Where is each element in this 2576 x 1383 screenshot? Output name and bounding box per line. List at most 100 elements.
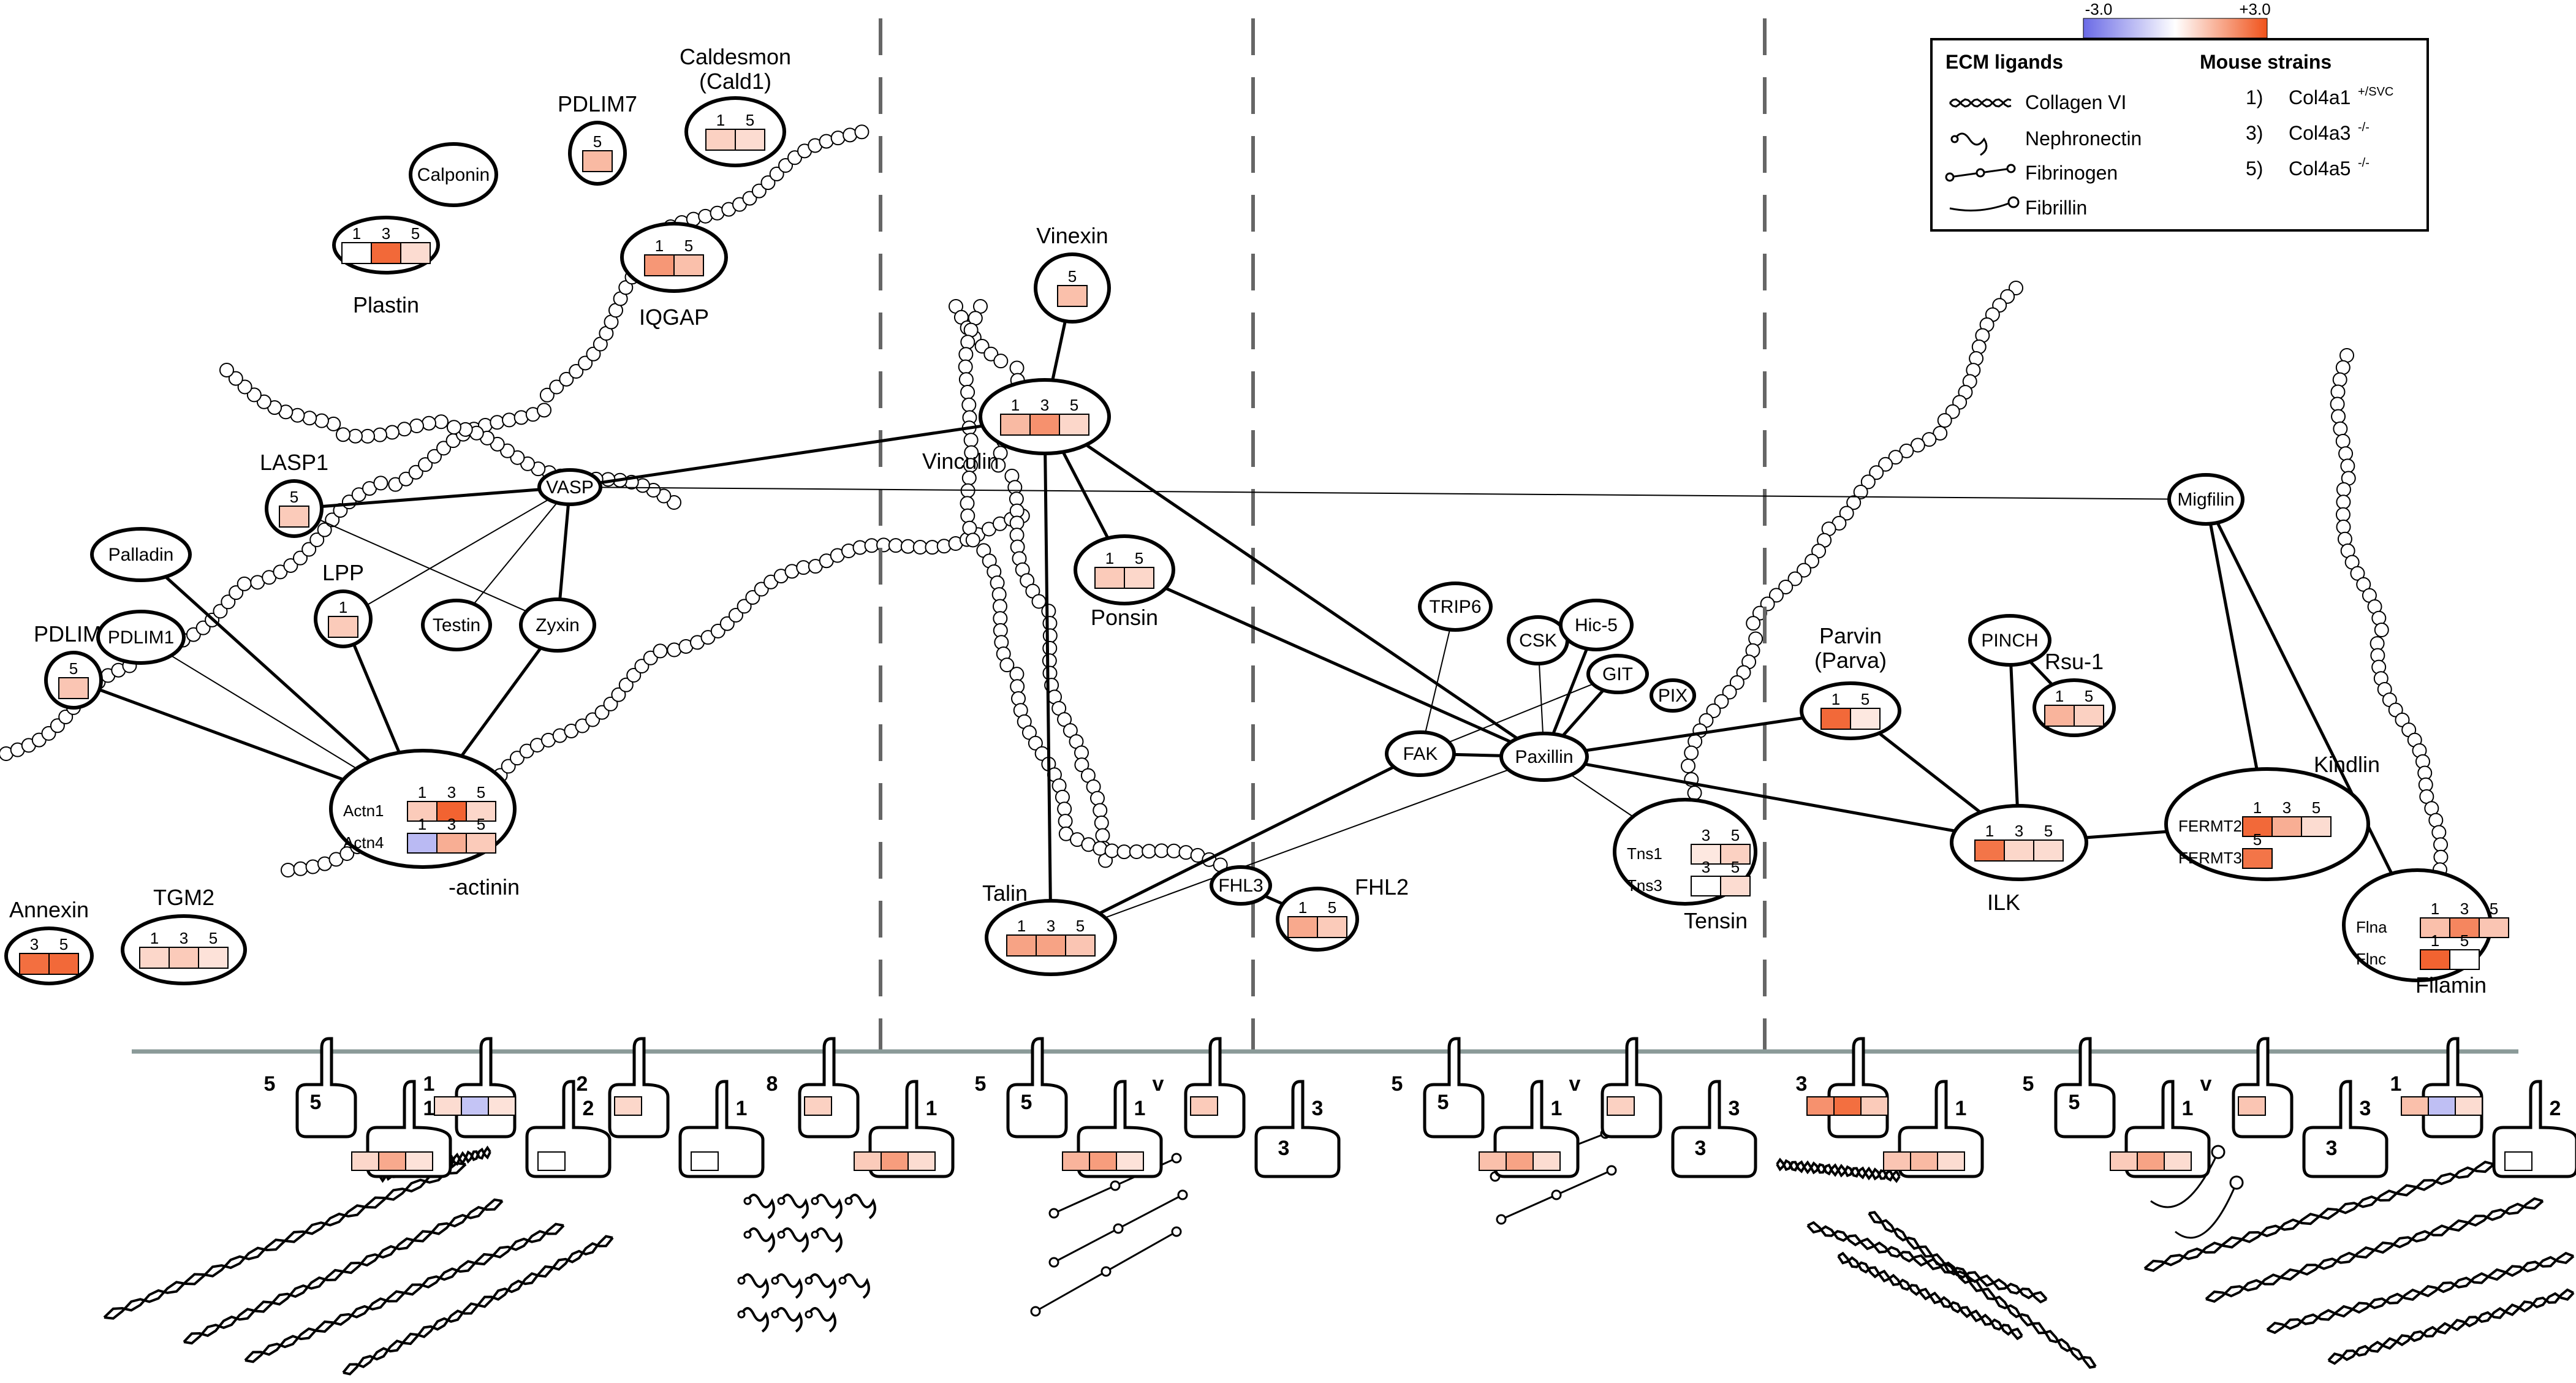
- actin-monomer: [397, 422, 412, 437]
- ecm-item-label: Fibrillin: [2025, 197, 2087, 219]
- git-label: GIT: [1602, 664, 1633, 684]
- ecm-item-label: Nephronectin: [2025, 127, 2142, 150]
- migfilin-node[interactable]: Migfilin: [2167, 473, 2245, 526]
- vasp-node[interactable]: VASP: [537, 468, 602, 506]
- integrin-pair[interactable]: v33: [1569, 1037, 1757, 1178]
- tensin-0-col-label: 5: [1731, 826, 1740, 844]
- hic5-node[interactable]: Hic-5: [1559, 599, 1634, 651]
- pdlim1-node[interactable]: PDLIM1: [96, 610, 186, 665]
- parvin-cell-5: [1850, 708, 1881, 730]
- actin-monomer: [1057, 712, 1072, 727]
- integrin-beta-cell-3: [378, 1151, 406, 1171]
- testin-node[interactable]: Testin: [421, 599, 492, 651]
- filamin-0-cell-3: [2449, 917, 2480, 938]
- integrin-pair[interactable]: 31: [1796, 1037, 1984, 1178]
- strain-name: Col4a1: [2289, 86, 2351, 108]
- integrin-beta-subunit: [2302, 1080, 2388, 1178]
- integrin-beta-cell-1: [854, 1151, 882, 1171]
- actin-monomer: [993, 354, 1009, 369]
- csk-node[interactable]: CSK: [1507, 615, 1569, 665]
- integrin-alpha-heatmap: [2238, 1096, 2266, 1116]
- parvin-col-label: 5: [1861, 690, 1869, 708]
- palladin-node[interactable]: Palladin: [90, 527, 192, 582]
- pdlim5-heatmap: 5: [58, 659, 89, 699]
- pix-node[interactable]: PIX: [1650, 678, 1696, 713]
- calponin-node[interactable]: Calponin: [409, 142, 498, 207]
- trip6-node[interactable]: TRIP6: [1418, 582, 1493, 632]
- pix-label: PIX: [1658, 686, 1688, 706]
- ilk-cell-1: [1974, 839, 2005, 862]
- actin-monomer: [219, 362, 234, 377]
- fak-node[interactable]: FAK: [1385, 730, 1456, 777]
- git-node[interactable]: GIT: [1586, 654, 1649, 694]
- pdlim7-col-label: 5: [593, 132, 602, 151]
- integrin-alpha-heatmap: [434, 1096, 516, 1116]
- actin-monomer: [2331, 409, 2346, 424]
- annexin-cell-3: [19, 953, 50, 975]
- actin-monomer: [603, 696, 618, 711]
- caldesmon-cell-1: [705, 129, 736, 151]
- paxillin-node[interactable]: Paxillin: [1499, 732, 1589, 782]
- integrin-pair[interactable]: 81: [767, 1037, 955, 1178]
- ponsin-cell-5: [1124, 567, 1154, 589]
- integrin-alpha-cell-5: [2238, 1096, 2266, 1116]
- tensin-row-name: Tns3: [1627, 876, 1662, 895]
- lpp-col-label: 1: [339, 598, 347, 616]
- edge-paxillin-parvin: [1544, 709, 1851, 759]
- rsu1-cell-5: [2074, 705, 2104, 727]
- actin-monomer: [221, 594, 236, 610]
- actin-monomer: [213, 604, 228, 619]
- actin-monomer: [1104, 843, 1119, 858]
- integrin-alpha-label: 3: [1796, 1072, 1808, 1096]
- integrin-pair[interactable]: 21: [577, 1037, 765, 1178]
- integrin-pair[interactable]: 12: [423, 1037, 612, 1178]
- integrin-alpha-cell-5: [804, 1096, 832, 1116]
- integrin-pair[interactable]: v33: [2200, 1037, 2388, 1178]
- tgm2-col-label: 5: [209, 929, 218, 947]
- pinch-node[interactable]: PINCH: [1968, 614, 2051, 667]
- actin-monomer: [1846, 495, 1862, 510]
- actin-monomer: [1009, 515, 1025, 531]
- caldesmon-sublabel: (Cald1): [699, 69, 771, 94]
- integrin-pair[interactable]: 12: [2390, 1037, 2576, 1178]
- lasp1-label: LASP1: [260, 450, 328, 475]
- integrin-pair[interactable]: v33: [1153, 1037, 1341, 1178]
- filamin-0-cell-1: [2420, 917, 2450, 938]
- actin-monomer: [228, 371, 243, 386]
- actin-monomer: [1714, 694, 1729, 709]
- actin-monomer: [963, 322, 979, 338]
- fhl3-node[interactable]: FHL3: [1210, 865, 1272, 906]
- iqgap-cell-5: [673, 254, 704, 276]
- zyxin-node[interactable]: Zyxin: [519, 597, 596, 653]
- actin-monomer: [2336, 494, 2351, 510]
